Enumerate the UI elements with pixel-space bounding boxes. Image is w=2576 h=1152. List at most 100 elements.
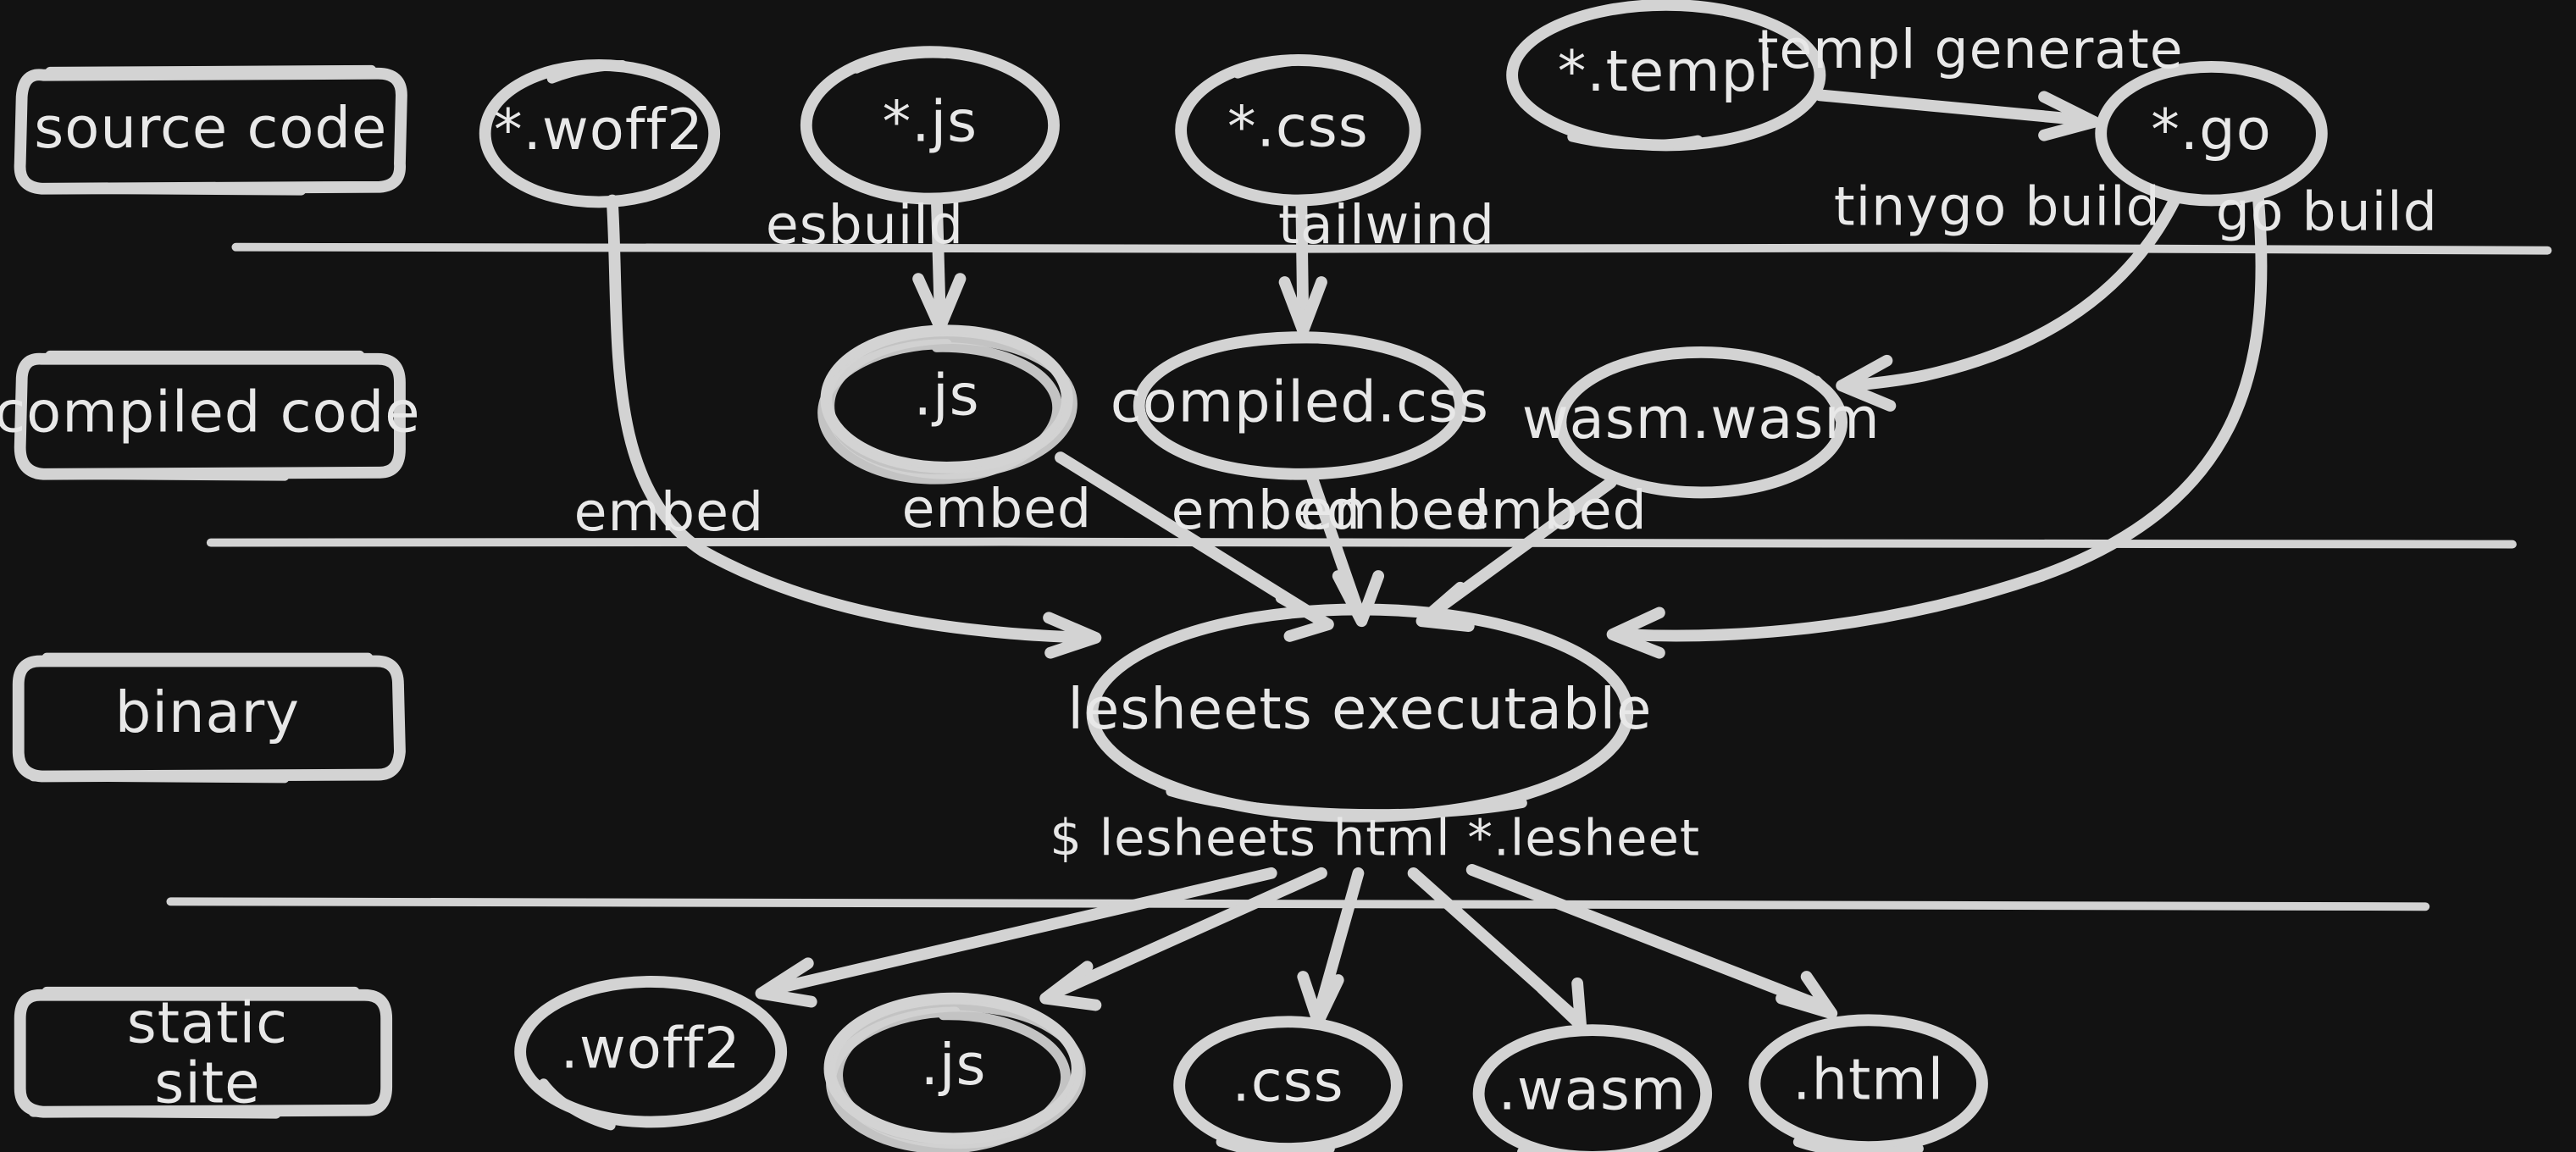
group-boxes: source code compiled code binary static …: [0, 64, 420, 1119]
lane-dividers: [166, 242, 2552, 911]
static-site-box-sketch-overlay: [28, 986, 360, 1119]
divider-compiled-binary: [206, 537, 2517, 549]
edge-label-go-build: go build: [2216, 180, 2438, 242]
edge-label-templ-generate: templ generate: [1758, 18, 2184, 80]
binary-box-outline: [12, 655, 406, 783]
node-out-js-scribble-2: [826, 1006, 1071, 1152]
edge-executable-to-out-js: [1048, 867, 1327, 1000]
edge-woff2-to-executable-arrowhead: [1043, 612, 1102, 659]
node-out-css[interactable]: .css: [1173, 1016, 1403, 1152]
node-out-js-label: .js: [921, 1032, 987, 1098]
node-src-woff2-label: *.woff2: [494, 97, 704, 163]
node-src-js-label: *.js: [883, 88, 978, 154]
static-site-box-outline: [14, 989, 393, 1118]
edge-label-embed-2: embed: [902, 477, 1092, 540]
node-cmp-css[interactable]: compiled.css: [1111, 331, 1489, 480]
binary-box-sketch-overlay: [28, 652, 374, 784]
node-out-html-sketch: [1792, 1137, 1924, 1152]
divider-source-compiled: [231, 242, 2552, 255]
node-src-css-label: *.css: [1227, 93, 1369, 159]
edge-woff2-to-executable: [606, 194, 1094, 644]
edge-executable-to-out-js-arrowhead: [1039, 961, 1102, 1011]
edge-go-to-wasm-arrowhead: [1836, 354, 1897, 412]
node-src-go-sketch: [2245, 64, 2318, 115]
source-code-box-sketch-overlay: [31, 64, 377, 196]
node-out-wasm-label: .wasm: [1499, 1057, 1687, 1123]
node-cmp-css-outline: [1133, 331, 1466, 480]
node-src-css-sketch: [1233, 55, 1317, 79]
node-out-js[interactable]: .js: [823, 992, 1086, 1152]
node-out-woff2-sketch: [538, 1078, 616, 1131]
node-bin-exe-sketch: [1166, 786, 1527, 819]
node-src-woff2-outline: [479, 58, 721, 208]
node-bin-exe[interactable]: lesheets executable: [1067, 603, 1652, 822]
group-label-compiled-code: compiled code: [0, 379, 420, 445]
edge-label-embed-3: embed: [1172, 479, 1361, 541]
group-box-binary: binary: [12, 652, 406, 784]
edge-label-tailwind: tailwind: [1278, 193, 1495, 256]
node-src-css-outline: [1175, 54, 1421, 207]
node-cmp-js-label: .js: [914, 363, 980, 429]
edge-label-embed-1: embed: [574, 480, 764, 543]
node-out-woff2[interactable]: .woff2: [514, 976, 788, 1131]
node-cmp-js-scribble-2: [817, 339, 1062, 485]
edge-label-tinygo-build: tinygo build: [1834, 174, 2161, 237]
node-src-templ-sketch: [1567, 131, 1703, 150]
edge-go-to-executable-arrowhead: [1606, 606, 1665, 659]
edge-srccss-to-compiledcss: [1295, 194, 1310, 327]
group-box-static-site: static site: [14, 986, 393, 1119]
nodes: *.woff2 *.js *.css *.templ *.go: [479, 0, 2328, 1152]
edge-executable-to-out-woff2-arrowhead: [755, 957, 817, 1008]
group-label-static-site-line2: site: [154, 1050, 260, 1116]
node-src-woff2-sketch: [546, 59, 628, 84]
node-src-go[interactable]: *.go: [2095, 60, 2328, 207]
compiled-code-box-outline: [14, 352, 406, 480]
node-out-css-sketch: [1216, 1137, 1335, 1152]
edge-compiledjs-to-executable: [1055, 451, 1324, 624]
node-out-html-outline: [1748, 1014, 1988, 1152]
node-src-templ-label: *.templ: [1558, 38, 1775, 104]
group-label-binary: binary: [115, 679, 300, 745]
edge-compiledcss-to-executable-arrowhead: [1332, 570, 1385, 628]
node-src-templ[interactable]: *.templ: [1506, 0, 1826, 152]
node-out-html[interactable]: .html: [1748, 1014, 1988, 1152]
node-out-wasm[interactable]: .wasm: [1472, 1024, 1713, 1152]
edge-templ-to-go: [1814, 89, 2092, 126]
group-box-source-code: source code: [14, 64, 407, 196]
node-bin-exe-label: lesheets executable: [1067, 676, 1652, 742]
edge-executable-to-out-wasm-arrowhead: [1536, 978, 1587, 1032]
node-cmp-wasm-sketch: [1811, 375, 1846, 424]
node-src-css[interactable]: *.css: [1175, 54, 1421, 207]
edges: [606, 89, 2268, 1032]
node-cmp-wasm[interactable]: wasm.wasm: [1522, 346, 1881, 499]
edge-label-embed-4: embed: [1300, 479, 1490, 541]
node-out-html-label: .html: [1792, 1047, 1944, 1113]
node-src-woff2[interactable]: *.woff2: [479, 58, 721, 208]
edge-go-to-executable: [1616, 191, 2268, 642]
edge-templ-to-go-arrowhead: [2038, 91, 2101, 141]
node-cmp-css-sketch: [1199, 333, 1335, 356]
source-code-box-outline: [14, 67, 407, 195]
node-cmp-js[interactable]: .js: [817, 324, 1077, 485]
divider-binary-static: [166, 897, 2430, 911]
edge-executable-to-out-html-arrowhead: [1776, 971, 1838, 1020]
edge-executable-to-out-html: [1465, 864, 1830, 1013]
group-label-static-site-line1: static: [127, 990, 288, 1056]
edge-srcjs-to-compiledjs: [930, 192, 946, 324]
group-label-source-code: source code: [34, 95, 387, 161]
node-src-js-outline: [800, 46, 1060, 205]
edge-go-to-wasm: [1844, 194, 2180, 392]
edge-wasm-to-executable-arrowhead: [1415, 581, 1475, 633]
edge-labels: esbuild tailwind templ generate tinygo b…: [574, 18, 2438, 867]
compiled-code-box-sketch-overlay: [31, 350, 365, 481]
node-src-js[interactable]: *.js: [800, 46, 1060, 205]
edge-label-embed-5: embed: [1457, 479, 1647, 541]
edge-label-run-command: $ lesheets html *.lesheet: [1050, 809, 1700, 867]
node-src-js-sketch: [851, 47, 950, 74]
edge-label-esbuild: esbuild: [766, 193, 964, 256]
node-src-go-label: *.go: [2151, 97, 2272, 163]
node-out-wasm-outline: [1472, 1024, 1713, 1152]
node-out-woff2-outline: [514, 976, 788, 1128]
